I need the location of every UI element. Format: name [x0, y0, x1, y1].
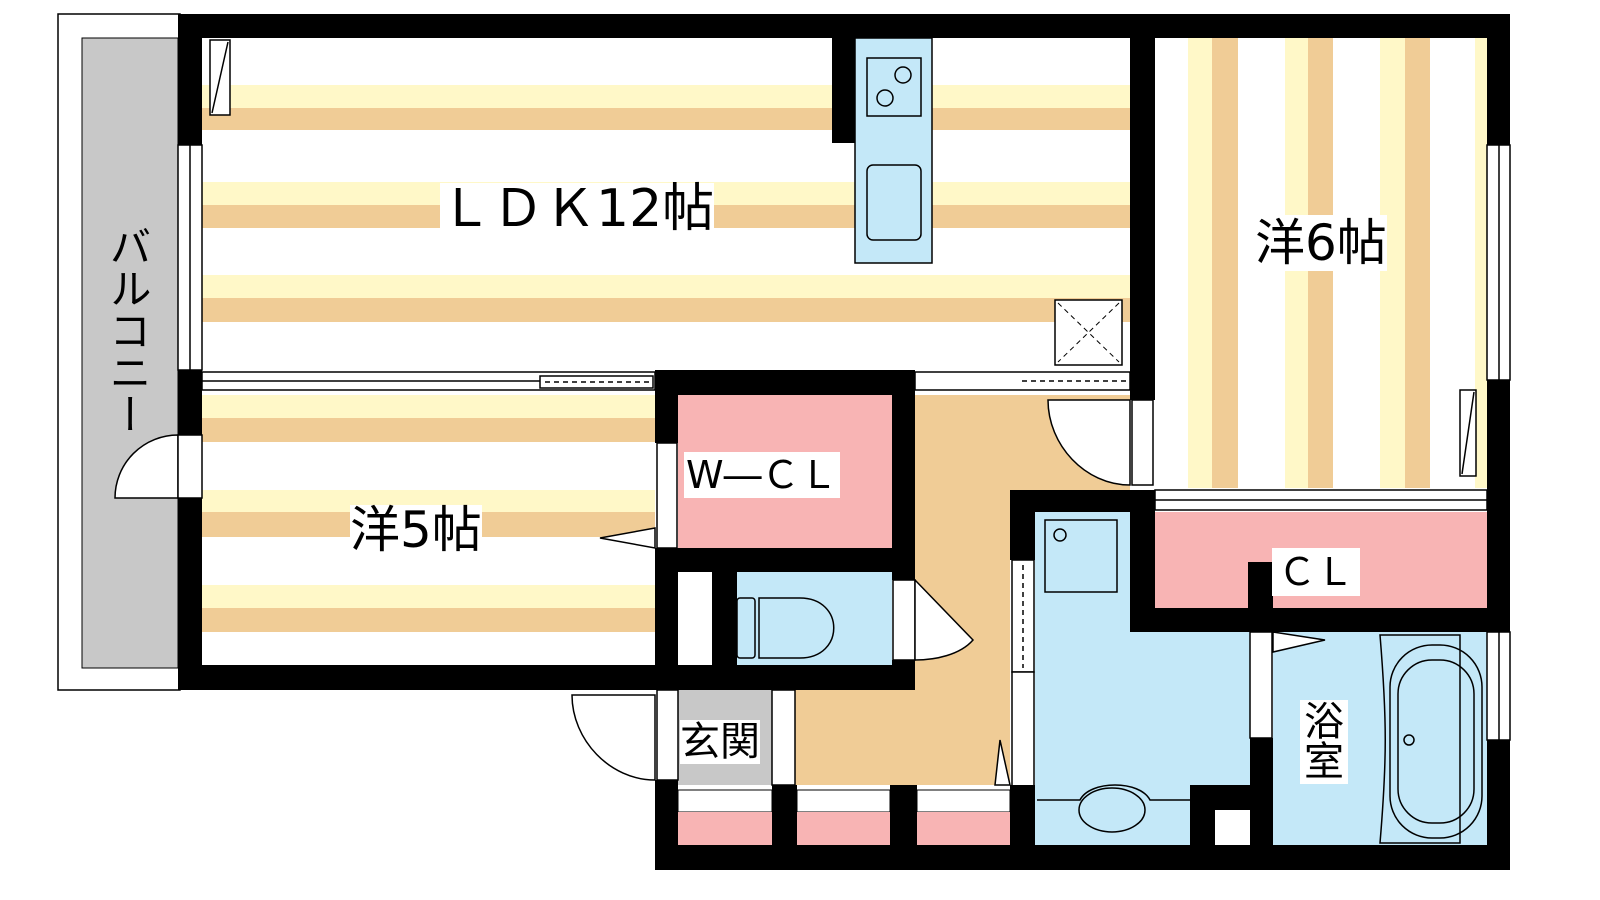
- room-label-balcony: バルコニー: [103, 225, 152, 435]
- western5-floor: [202, 393, 655, 665]
- shoe-cabinets: [677, 789, 1011, 845]
- hallway-floor: [795, 395, 1130, 785]
- balcony: [57, 13, 181, 691]
- windows: [177, 39, 1511, 741]
- room-label-closet: ＣＬ: [1272, 548, 1361, 596]
- pipe-space: [1215, 810, 1250, 845]
- kitchen-counter: [854, 37, 933, 264]
- room-label-western6: 洋6帖: [1255, 214, 1387, 272]
- sink-fixture: [1037, 519, 1190, 833]
- room-label-western5: 洋5帖: [350, 501, 482, 559]
- room-label-ldk: ＬＤＫ12帖: [440, 179, 715, 239]
- toilet-floor: [737, 572, 892, 665]
- room-label-bathroom: 浴室: [1300, 700, 1348, 784]
- walls: [178, 14, 1510, 870]
- doors[interactable]: [114, 399, 1326, 786]
- room-label-entrance: 玄関: [680, 719, 760, 765]
- refrigerator-space: [1054, 299, 1123, 366]
- toilet-storage: [678, 572, 712, 665]
- room-label-walk-in-closet: W―ＣＬ: [684, 452, 840, 498]
- bathtub: [1379, 634, 1483, 844]
